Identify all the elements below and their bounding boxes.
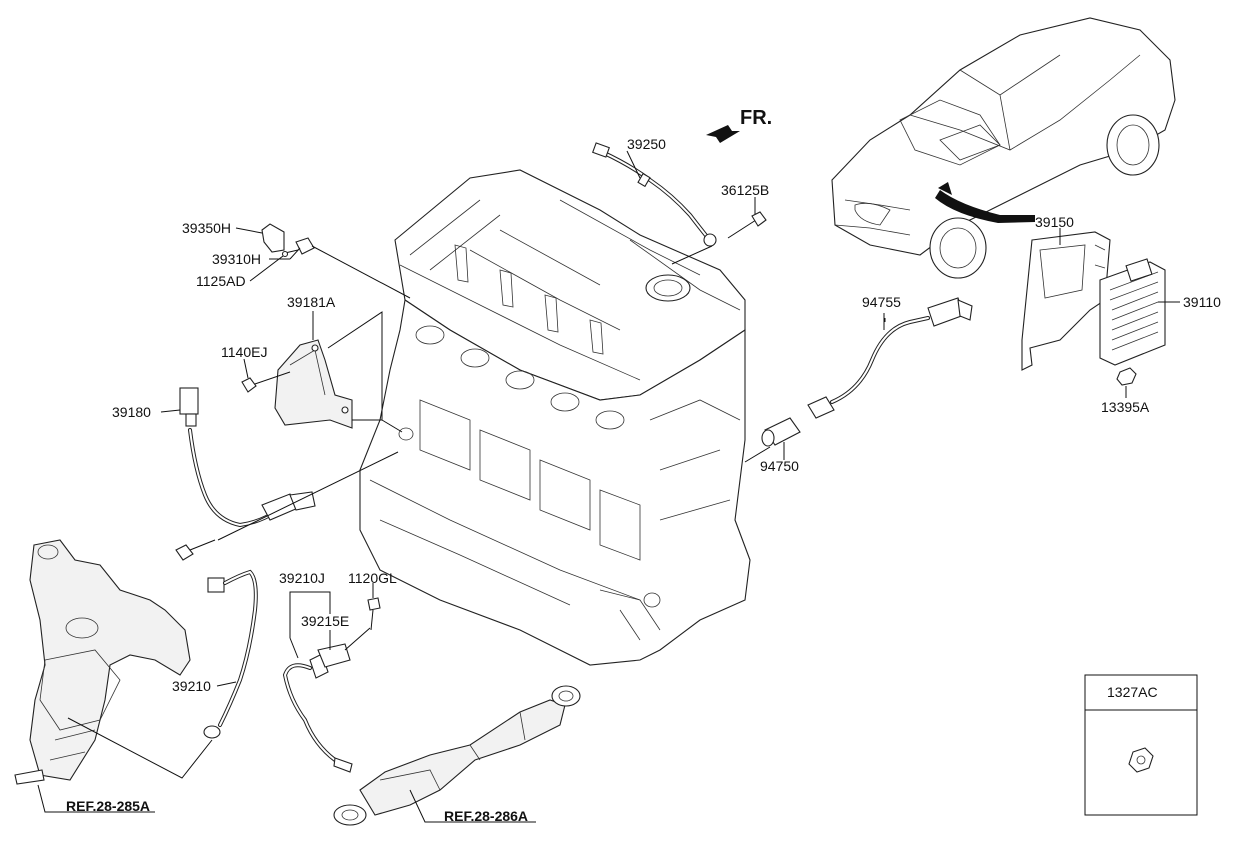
harness-94755 (830, 297, 973, 404)
part-1327ac-box (1084, 674, 1198, 816)
label-39215e: 39215E (301, 613, 349, 629)
leader-lines (37, 150, 1180, 823)
label-39350h: 39350H (182, 220, 231, 236)
sensor-39350h-group (261, 223, 315, 258)
label-1140ej: 1140EJ (221, 344, 267, 360)
label-13395a: 13395A (1101, 399, 1150, 415)
ref-28-286a-label: REF.28-286A (444, 808, 528, 824)
sensor-39210 (203, 569, 258, 739)
bolt-36125b (727, 211, 767, 239)
sensor-39210j (282, 597, 381, 773)
front-direction-indicator: FR. (706, 107, 772, 143)
ecu-assembly (1021, 231, 1166, 386)
front-direction-label: FR. (740, 107, 772, 129)
nut-icon (1128, 747, 1154, 773)
front-arrow-icon (706, 125, 740, 143)
label-94750: 94750 (760, 458, 799, 474)
label-39210j: 39210J (279, 570, 325, 586)
label-1327ac: 1327AC (1107, 684, 1158, 700)
label-1125ad: 1125AD (196, 273, 246, 289)
heat-shield-39181a (241, 339, 353, 429)
label-39181a: 39181A (287, 294, 336, 310)
engine-block (359, 169, 751, 666)
label-39150: 39150 (1035, 214, 1074, 230)
part-labels: 39250 36125B 39350H 39310H 1125AD 39181A… (66, 136, 1221, 824)
exhaust-manifold (14, 539, 191, 785)
label-39310h: 39310H (212, 251, 261, 267)
label-39110: 39110 (1183, 294, 1221, 310)
label-39180: 39180 (112, 404, 151, 420)
sensor-39250 (592, 142, 717, 247)
ref-28-285a-label: REF.28-285A (66, 798, 150, 814)
location-pointer-icon (935, 190, 1035, 223)
label-94755: 94755 (862, 294, 901, 310)
vehicle-illustration (831, 17, 1176, 279)
label-1120gl: 1120GL (348, 570, 397, 586)
sensor-94750 (761, 396, 835, 447)
catalytic-converter (333, 685, 581, 826)
label-36125b: 36125B (721, 182, 769, 198)
label-39210: 39210 (172, 678, 211, 694)
label-39250: 39250 (627, 136, 666, 152)
